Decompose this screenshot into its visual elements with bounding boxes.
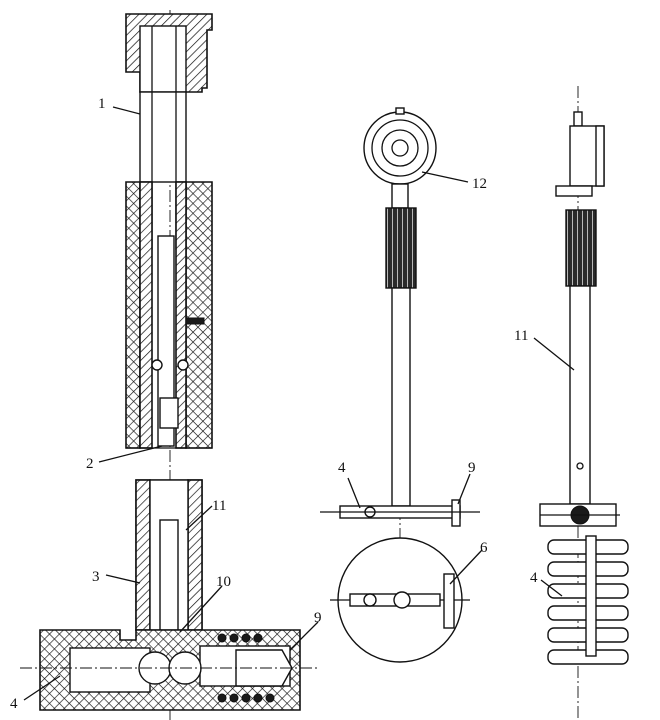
label-part-1: 1: [98, 96, 106, 112]
leader-lines: [23, 106, 575, 701]
spring-coils: [217, 633, 275, 703]
label-part-4-side: 4: [530, 570, 538, 586]
gauge-side-view: [539, 86, 629, 720]
label-part-6: 6: [480, 540, 488, 556]
label-part-9-front: 9: [468, 460, 476, 476]
label-part-3: 3: [92, 569, 100, 585]
label-part-11-side: 11: [514, 328, 528, 344]
label-part-2: 2: [86, 456, 94, 472]
label-part-4-front: 4: [338, 460, 346, 476]
label-part-4-section: 4: [10, 696, 18, 712]
label-part-10: 10: [216, 574, 231, 590]
label-part-9-section: 9: [314, 610, 322, 626]
sectional-view: [20, 10, 320, 720]
gauge-front-view: [320, 107, 480, 663]
label-part-12: 12: [472, 176, 487, 192]
label-part-11-section: 11: [212, 498, 226, 514]
measuring-heads: [547, 535, 629, 665]
